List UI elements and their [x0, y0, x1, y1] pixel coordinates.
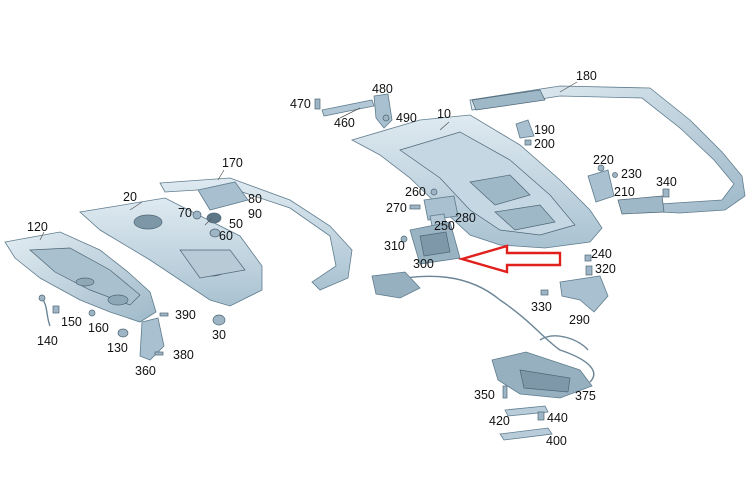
part-440-clip: [537, 411, 545, 421]
part-320-bolt: [585, 265, 593, 276]
part-270-bolt: [409, 204, 421, 210]
part-130-clip: [117, 328, 129, 338]
part-290-hinge-arm: [559, 275, 609, 313]
label-200: 200: [534, 137, 555, 151]
label-10: 10: [437, 107, 451, 121]
label-60: 60: [219, 229, 233, 243]
part-480-hinge: [373, 93, 393, 129]
label-320: 320: [595, 262, 616, 276]
label-30: 30: [212, 328, 226, 342]
label-250: 250: [434, 219, 455, 233]
part-140-cable: [38, 294, 51, 327]
part-350-bolt: [502, 385, 508, 399]
label-170: 170: [222, 156, 243, 170]
label-460: 460: [334, 116, 355, 130]
label-440: 440: [547, 411, 568, 425]
label-230: 230: [621, 167, 642, 181]
label-375: 375: [575, 389, 596, 403]
label-150: 150: [61, 315, 82, 329]
part-80-cover: [197, 181, 249, 211]
label-190: 190: [534, 123, 555, 137]
part-labels: 10 20 30 50 60 70 80 90 120 130 140 150 …: [27, 69, 677, 448]
part-30-clip: [212, 314, 226, 326]
part-50-grommet: [206, 212, 222, 224]
label-350: 350: [474, 388, 495, 402]
part-280-bracket: [423, 195, 459, 221]
part-cable: [375, 275, 595, 383]
part-375-drive-unit: [491, 351, 593, 399]
part-220-bolt: [597, 164, 605, 172]
part-150-clip: [52, 305, 60, 314]
label-240: 240: [591, 247, 612, 261]
label-90: 90: [248, 207, 262, 221]
label-20: 20: [123, 190, 137, 204]
label-480: 480: [372, 82, 393, 96]
part-420-plate: [504, 405, 549, 417]
part-460-strip: [321, 99, 375, 117]
part-160-screw: [88, 309, 96, 317]
label-400: 400: [546, 434, 567, 448]
part-230-screw: [612, 172, 618, 178]
part-70-screw: [192, 210, 202, 220]
label-140: 140: [37, 334, 58, 348]
part-390-screw: [159, 312, 169, 317]
part-380-screw: [154, 351, 164, 356]
part-200-nut: [524, 139, 532, 146]
label-360: 360: [135, 364, 156, 378]
label-50: 50: [229, 217, 243, 231]
highlight-arrow: [457, 244, 562, 274]
part-210-latch: [587, 169, 615, 203]
label-210: 210: [614, 185, 635, 199]
part-340-clip: [662, 188, 670, 198]
label-180: 180: [576, 69, 597, 83]
label-330: 330: [531, 300, 552, 314]
label-420: 420: [489, 414, 510, 428]
part-120-side-trim: [4, 231, 157, 323]
part-190-bracket: [515, 119, 535, 139]
label-340: 340: [656, 175, 677, 189]
part-330-clip: [540, 289, 549, 296]
label-70: 70: [178, 206, 192, 220]
label-80: 80: [248, 192, 262, 206]
part-10-trunk-lid: [350, 114, 603, 249]
part-actuator-left: [371, 271, 421, 299]
part-240-clip: [584, 254, 592, 262]
part-310-screw: [400, 235, 408, 243]
label-300: 300: [413, 257, 434, 271]
part-20-parcel-shelf: [79, 197, 263, 307]
leader-lines: [39, 81, 578, 241]
label-380: 380: [173, 348, 194, 362]
label-280: 280: [455, 211, 476, 225]
label-120: 120: [27, 220, 48, 234]
label-160: 160: [88, 321, 109, 335]
part-260-screw: [430, 188, 438, 196]
label-130: 130: [107, 341, 128, 355]
label-290: 290: [569, 313, 590, 327]
part-470-bolt: [314, 98, 321, 110]
part-490-bolt: [382, 114, 390, 122]
label-490: 490: [396, 111, 417, 125]
label-470: 470: [290, 97, 311, 111]
label-390: 390: [175, 308, 196, 322]
label-270: 270: [386, 201, 407, 215]
part-60-clip: [209, 228, 221, 238]
label-310: 310: [384, 239, 405, 253]
part-400-cover: [499, 427, 553, 441]
part-300-lock: [409, 221, 461, 265]
label-260: 260: [405, 185, 426, 199]
label-220: 220: [593, 153, 614, 167]
part-180-roof-frame: [469, 85, 746, 215]
